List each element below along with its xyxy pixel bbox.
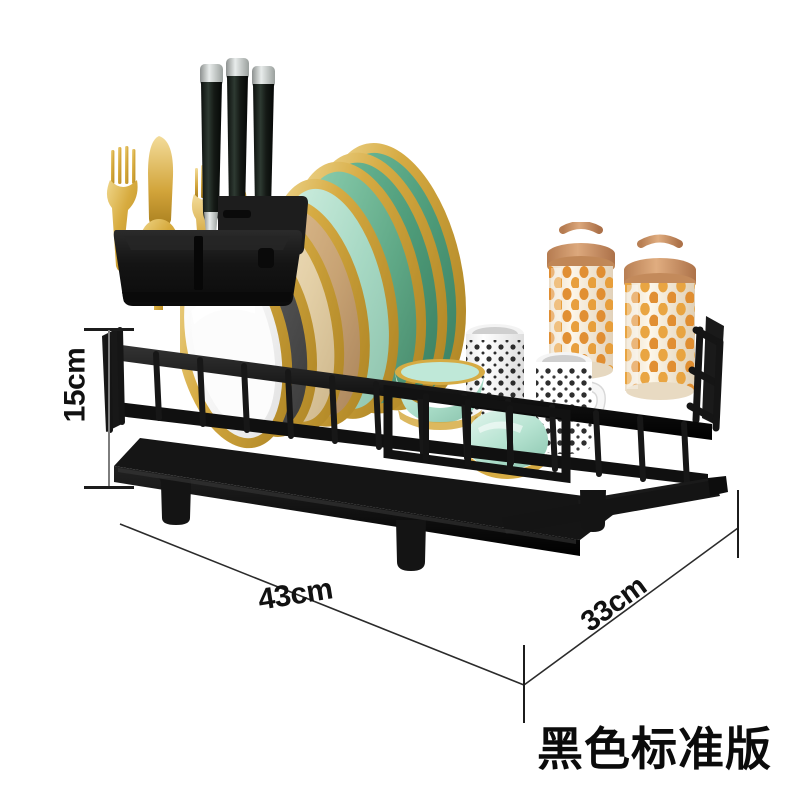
height-label: 15cm [58,347,92,423]
canister-right [622,234,698,404]
height-measure-line [108,330,110,486]
height-tick-top [84,328,134,331]
drip-tray [110,418,750,588]
wire-basket [96,278,736,538]
height-tick-bottom [84,486,134,489]
cutlery-caddy [108,196,308,316]
knife-set [196,44,286,264]
dimension-plan-lines [119,490,739,723]
variant-caption: 黑色标准版 [537,722,772,776]
